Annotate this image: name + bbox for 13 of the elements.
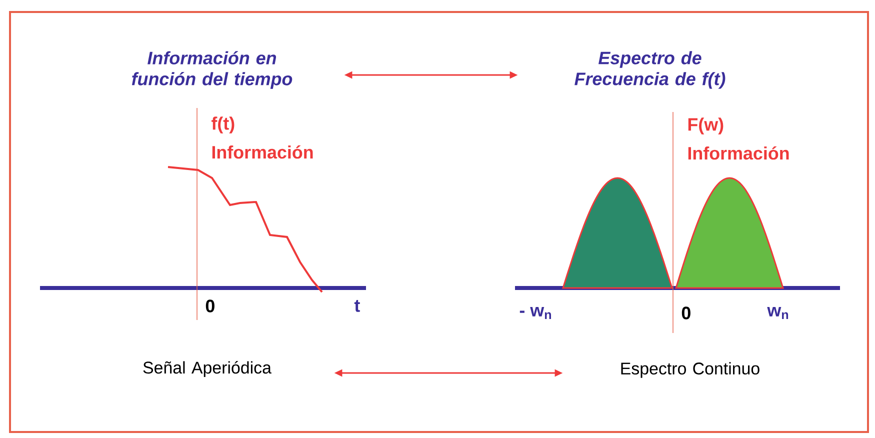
title-text: Información en función del tiempo bbox=[132, 51, 292, 89]
function-label: Información bbox=[688, 146, 789, 160]
caption-text: Señal Aperiódica bbox=[143, 361, 272, 377]
axis-label: - w$_{n}$ bbox=[520, 306, 551, 320]
function-label: f(t) bbox=[212, 116, 234, 134]
function-label: F(w) bbox=[688, 118, 724, 134]
axis-label: w$_{n}$ bbox=[767, 306, 788, 320]
caption-text: Espectro Continuo bbox=[621, 362, 760, 378]
axis-label: 0 bbox=[206, 300, 214, 312]
title-text: Espectro de Frecuencia de f(t) bbox=[574, 51, 726, 89]
axis-label: 0 bbox=[682, 306, 690, 320]
axis-label: t bbox=[354, 300, 360, 312]
function-label: Información bbox=[212, 145, 313, 159]
